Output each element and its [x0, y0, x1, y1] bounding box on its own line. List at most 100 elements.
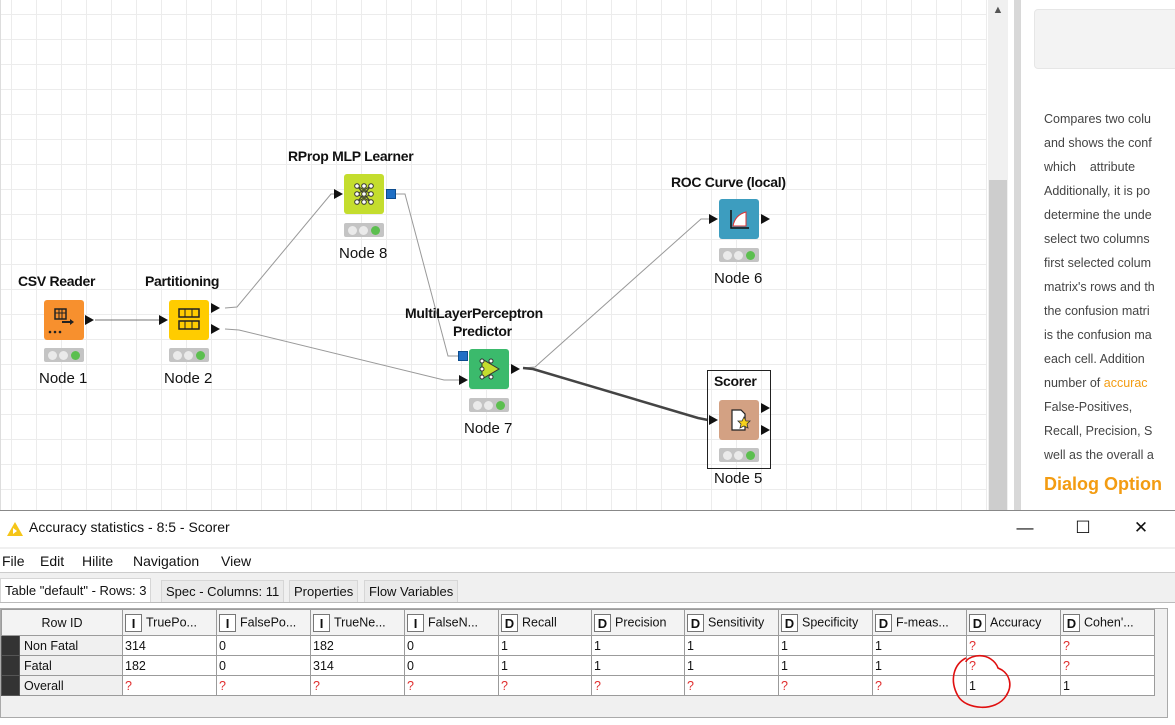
missing-value-cell[interactable]: ? [216, 675, 311, 696]
menu-edit[interactable]: Edit [40, 553, 65, 569]
table-cell[interactable]: 1 [498, 655, 592, 676]
menu-view[interactable]: View [221, 553, 252, 569]
row-header-stub[interactable] [1, 635, 20, 656]
menu-navigation[interactable]: Navigation [133, 553, 200, 569]
table-cell[interactable]: 1 [778, 635, 873, 656]
missing-value-cell[interactable]: ? [966, 635, 1061, 656]
learner-node-box[interactable] [344, 174, 384, 214]
node-name[interactable]: Node 1 [39, 370, 88, 387]
model-input-port[interactable] [458, 351, 468, 361]
table-cell[interactable]: 0 [404, 635, 499, 656]
scroll-up-icon[interactable]: ▲ [992, 4, 1004, 16]
tab-table[interactable]: Table "default" - Rows: 3 [0, 578, 152, 602]
input-port[interactable] [159, 315, 168, 325]
menu-file[interactable]: File [2, 553, 25, 569]
scrollbar-thumb[interactable] [989, 180, 1007, 510]
table-cell[interactable]: 1 [684, 635, 779, 656]
input-port[interactable] [709, 415, 718, 425]
predictor-node-box[interactable] [469, 349, 509, 389]
table-cell[interactable]: 1 [872, 655, 967, 676]
table-cell[interactable]: 1 [591, 635, 685, 656]
node-name[interactable]: Node 5 [714, 470, 763, 487]
missing-value-cell[interactable]: ? [404, 675, 499, 696]
workflow-canvas[interactable]: CSV Reader Node 1 Partitioning Node 2 RP… [0, 0, 987, 510]
node-name[interactable]: Node 6 [714, 270, 763, 287]
output-port[interactable] [511, 364, 520, 374]
data-input-port[interactable] [459, 375, 468, 385]
table-cell[interactable]: 1 [778, 655, 873, 676]
output-port-first[interactable] [211, 303, 220, 313]
missing-value-cell[interactable]: ? [310, 675, 405, 696]
missing-value-cell[interactable]: ? [872, 675, 967, 696]
missing-value-cell[interactable]: ? [591, 675, 685, 696]
missing-value-cell[interactable]: ? [122, 675, 217, 696]
output-port[interactable] [761, 214, 770, 224]
minimize-button[interactable]: — [1016, 518, 1034, 537]
window-titlebar[interactable]: Accuracy statistics - 8:5 - Scorer — ☐ ✕ [0, 511, 1175, 547]
missing-value-cell[interactable]: ? [684, 675, 779, 696]
missing-value-cell[interactable]: ? [778, 675, 873, 696]
missing-value-cell[interactable]: ? [1060, 655, 1155, 676]
close-button[interactable]: ✕ [1133, 518, 1149, 537]
panel-splitter[interactable] [1014, 0, 1021, 510]
input-port[interactable] [334, 189, 343, 199]
table-cell[interactable]: 0 [216, 635, 311, 656]
table-cell[interactable]: 314 [122, 635, 217, 656]
table-cell[interactable]: 1 [684, 655, 779, 676]
node-name[interactable]: Node 7 [464, 420, 513, 437]
scorer-node-box[interactable] [719, 400, 759, 440]
accuracy-link[interactable]: accurac [1103, 376, 1148, 390]
missing-value-cell[interactable]: ? [498, 675, 592, 696]
input-port[interactable] [709, 214, 718, 224]
row-id-header[interactable]: Row ID [1, 609, 123, 636]
row-header-stub[interactable] [1, 675, 20, 696]
table-cell[interactable]: 1 [591, 655, 685, 676]
output-port-second[interactable] [761, 425, 770, 435]
canvas-vertical-scrollbar[interactable]: ▲ [988, 0, 1008, 510]
table-cell[interactable]: 1 [872, 635, 967, 656]
missing-value-cell[interactable]: ? [1060, 635, 1155, 656]
csv-reader-node-box[interactable] [44, 300, 84, 340]
row-id-cell[interactable]: Fatal [19, 655, 123, 676]
table-cell[interactable]: 182 [122, 655, 217, 676]
model-output-port[interactable] [386, 189, 396, 199]
table-cell[interactable]: 182 [310, 635, 405, 656]
row-header-stub[interactable] [1, 655, 20, 676]
tab-flow-variables[interactable]: Flow Variables [364, 580, 459, 602]
node-name[interactable]: Node 2 [164, 370, 213, 387]
partitioning-node-box[interactable] [169, 300, 209, 340]
menu-hilite[interactable]: Hilite [82, 553, 114, 569]
maximize-button[interactable]: ☐ [1075, 518, 1091, 537]
row-id-cell[interactable]: Non Fatal [19, 635, 123, 656]
tab-spec[interactable]: Spec - Columns: 11 [161, 580, 285, 602]
table-cell[interactable]: 1 [1060, 675, 1155, 696]
table-cell[interactable]: 1 [966, 675, 1061, 696]
table-cell[interactable]: 0 [216, 655, 311, 676]
output-port-first[interactable] [761, 403, 770, 413]
table-cell[interactable]: 314 [310, 655, 405, 676]
table-cell[interactable]: 1 [498, 635, 592, 656]
table-cell[interactable]: 0 [404, 655, 499, 676]
node-name[interactable]: Node 8 [339, 245, 388, 262]
row-id-cell[interactable]: Overall [19, 675, 123, 696]
output-port-second[interactable] [211, 324, 220, 334]
tab-properties[interactable]: Properties [289, 580, 359, 602]
output-port[interactable] [85, 315, 94, 325]
roc-node-box[interactable] [719, 199, 759, 239]
missing-value-cell[interactable]: ? [966, 655, 1061, 676]
